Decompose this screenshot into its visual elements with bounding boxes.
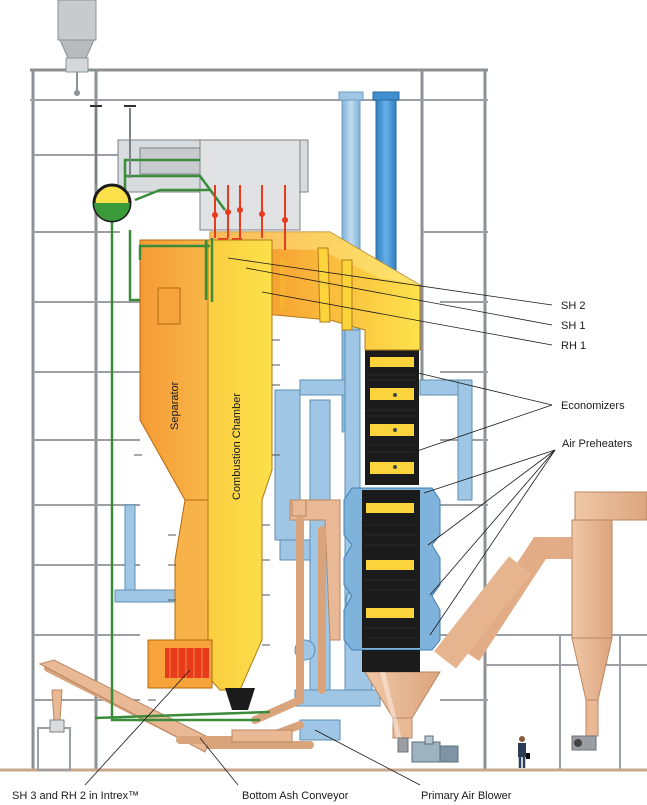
primary-air-system xyxy=(38,499,341,753)
steel-frame xyxy=(0,68,647,772)
steam-drum-icon xyxy=(92,183,132,223)
steam-header-box xyxy=(117,139,309,231)
separator xyxy=(139,239,211,501)
label-economizers: Economizers xyxy=(561,400,625,412)
label-sh3-rh2-intrex: SH 3 and RH 2 in Intrex™ xyxy=(12,790,139,802)
combustion-chamber xyxy=(147,239,273,710)
ash-hopper xyxy=(364,671,441,753)
label-combustion-chamber: Combustion Chamber xyxy=(231,393,243,500)
coal-silo-icon xyxy=(57,0,97,96)
label-primary-air-blower: Primary Air Blower xyxy=(421,790,512,802)
leader-lines xyxy=(84,257,556,786)
label-rh1: RH 1 xyxy=(561,340,586,352)
label-air-preheaters: Air Preheaters xyxy=(562,438,633,450)
label-sh1: SH 1 xyxy=(561,320,585,332)
backpass xyxy=(343,345,441,672)
steam-pipes xyxy=(90,105,271,722)
label-sh2: SH 2 xyxy=(561,300,585,312)
person-icon xyxy=(518,736,530,768)
cyclone xyxy=(434,491,647,751)
wall-nozzles xyxy=(134,339,280,701)
label-bottom-ash-conveyor: Bottom Ash Conveyor xyxy=(242,790,349,802)
bottom-tanks xyxy=(37,689,71,771)
label-separator: Separator xyxy=(169,381,181,430)
primary-air-blower-icon xyxy=(411,735,459,763)
riser-pipes xyxy=(212,185,288,250)
